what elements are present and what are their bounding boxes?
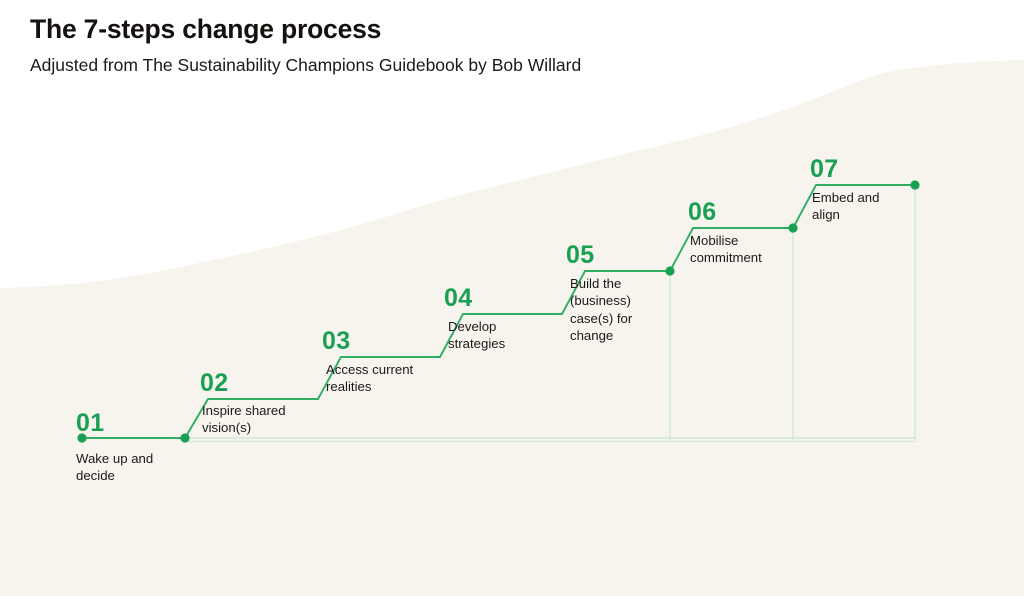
step-node-01 bbox=[77, 433, 87, 443]
step-nodes-group bbox=[77, 180, 920, 443]
step-node-05 bbox=[665, 266, 675, 276]
step-node-02 bbox=[180, 433, 190, 443]
step-node-06 bbox=[788, 223, 798, 233]
step-label-05: Build the (business) case(s) for change bbox=[570, 276, 633, 344]
header: The 7-steps change process Adjusted from… bbox=[30, 14, 581, 76]
step-label-01: Wake up and decide bbox=[76, 451, 154, 484]
step-number-05: 05 bbox=[566, 241, 595, 269]
baseline-group bbox=[185, 437, 916, 443]
step-number-01: 01 bbox=[76, 409, 105, 437]
page-subtitle: Adjusted from The Sustainability Champio… bbox=[30, 54, 582, 75]
step-number-03: 03 bbox=[322, 327, 351, 355]
page-title: The 7-steps change process bbox=[30, 14, 382, 44]
step-number-06: 06 bbox=[688, 198, 717, 226]
step-label-03: Access current realities bbox=[326, 362, 414, 395]
step-path bbox=[81, 184, 916, 439]
step-label-06: Mobilise commitment bbox=[690, 233, 762, 266]
step-label-07: Embed and align bbox=[812, 190, 880, 223]
step-number-02: 02 bbox=[200, 369, 229, 397]
step-label-04: Develop strategies bbox=[448, 319, 506, 352]
drop-lines-group bbox=[669, 185, 916, 440]
step-number-04: 04 bbox=[444, 284, 473, 312]
step-label-02: Inspire shared vision(s) bbox=[202, 403, 286, 436]
step-node-07 bbox=[910, 180, 920, 190]
step-number-07: 07 bbox=[810, 155, 839, 183]
